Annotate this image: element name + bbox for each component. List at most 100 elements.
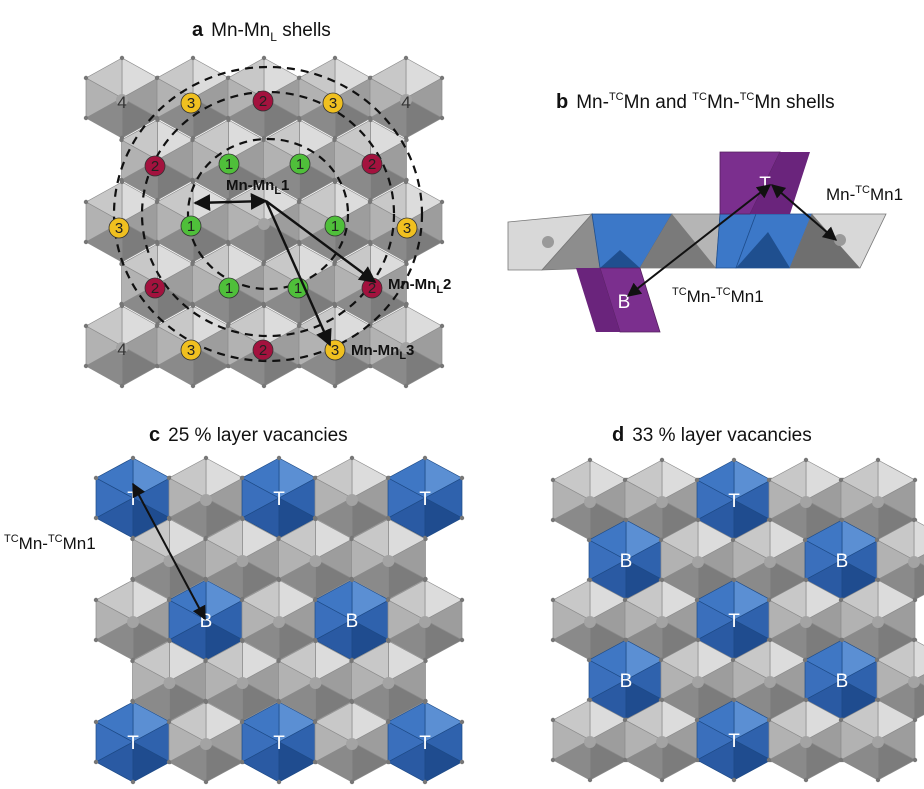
cation-site xyxy=(116,94,128,106)
marker-shell2: 2 xyxy=(361,153,383,175)
oxygen-vertex xyxy=(766,477,772,483)
oxygen-vertex xyxy=(694,757,700,763)
oxygen-vertex xyxy=(261,261,266,267)
cation-site xyxy=(656,616,668,628)
label-tcmn-tcmn1: TCMn-TCMn1 xyxy=(672,286,764,306)
oxygen-vertex xyxy=(190,383,196,389)
oxygen-vertex xyxy=(367,75,373,81)
oxygen-vertex xyxy=(912,717,918,723)
oxygen-vertex xyxy=(439,199,445,205)
shell-circle-1 xyxy=(186,137,350,291)
marker-shell3: 3 xyxy=(180,92,202,114)
octahedron-face xyxy=(205,619,244,661)
corner-label: 4 xyxy=(117,340,126,359)
marker-number: 3 xyxy=(187,95,195,112)
oxygen-vertex xyxy=(119,303,125,309)
oxygen-vertex xyxy=(119,179,125,185)
oxygen-vertex xyxy=(422,699,428,705)
oxygen-vertex xyxy=(93,637,99,643)
shell-circle-2 xyxy=(140,90,396,338)
oxygen-vertex xyxy=(622,597,628,603)
oxygen-vertex xyxy=(313,516,318,522)
octahedron-face xyxy=(405,97,443,139)
oxygen-vertex xyxy=(730,537,736,543)
octahedron xyxy=(874,637,924,723)
oxygen-vertex xyxy=(83,199,89,205)
oxygen-vertex xyxy=(155,117,160,123)
oxygen-vertex xyxy=(838,717,844,723)
oxygen-vertex xyxy=(166,759,172,765)
oxygen-vertex xyxy=(332,383,338,389)
cation-site xyxy=(127,616,139,628)
octahedron xyxy=(622,457,702,543)
oxygen-vertex xyxy=(838,477,844,483)
oxygen-vertex xyxy=(659,697,665,703)
oxygen-vertex xyxy=(459,759,465,765)
oxygen-vertex xyxy=(203,536,208,542)
oxygen-vertex xyxy=(550,477,556,483)
cation-site xyxy=(346,494,358,506)
octahedron-blue: T xyxy=(694,697,774,783)
oxygen-vertex xyxy=(190,261,195,267)
oxygen-vertex xyxy=(368,117,373,123)
octahedron xyxy=(730,517,810,603)
site-label: B xyxy=(836,551,849,572)
octahedron-face xyxy=(278,497,317,539)
oxygen-vertex xyxy=(261,179,267,185)
oxygen-vertex xyxy=(203,699,209,705)
oxygen-vertex xyxy=(83,115,89,121)
oxygen-vertex xyxy=(766,757,772,763)
oxygen-vertex xyxy=(332,137,337,143)
oxygen-vertex xyxy=(875,457,881,463)
oxygen-vertex xyxy=(349,699,355,705)
oxygen-vertex xyxy=(439,323,445,329)
oxygen-vertex xyxy=(130,577,136,583)
oxygen-vertex xyxy=(276,699,282,705)
octahedron-face xyxy=(661,739,700,781)
oxygen-vertex xyxy=(839,637,845,643)
octahedron-face xyxy=(278,741,317,783)
marker-number: 3 xyxy=(115,220,123,237)
oxygen-vertex xyxy=(767,637,773,643)
oxygen-vertex xyxy=(130,658,135,664)
panel-a-corner-labels: 4 4 4 xyxy=(117,93,410,359)
marker-number: 2 xyxy=(368,156,376,173)
cation-site xyxy=(542,236,554,248)
octahedron-face xyxy=(351,741,390,783)
oxygen-vertex xyxy=(83,239,89,245)
oxygen-vertex xyxy=(912,597,918,603)
oxygen-vertex xyxy=(623,637,629,643)
octahedron-blue: T xyxy=(385,699,465,785)
marker-number: 1 xyxy=(331,218,339,235)
oxygen-vertex xyxy=(261,55,267,61)
oxygen-vertex xyxy=(276,455,282,461)
oxygen-vertex xyxy=(297,241,302,247)
marker-number: 3 xyxy=(331,342,339,359)
marker-shell1: 1 xyxy=(218,153,240,175)
octahedron-face xyxy=(157,283,195,325)
oxygen-vertex xyxy=(83,75,89,81)
octahedron xyxy=(261,117,338,203)
octahedron-face xyxy=(589,739,628,781)
marker-number: 1 xyxy=(187,218,195,235)
oxygen-vertex xyxy=(261,383,267,389)
site-label: T xyxy=(273,489,285,510)
cation-site xyxy=(800,616,812,628)
marker-dot xyxy=(180,215,202,237)
oxygen-vertex xyxy=(276,658,281,664)
oxygen-vertex xyxy=(550,637,556,643)
cation-site xyxy=(273,616,285,628)
marker-dot xyxy=(361,153,383,175)
cation-site xyxy=(908,556,920,568)
marker-dot xyxy=(324,215,346,237)
octahedron xyxy=(130,638,209,724)
oxygen-vertex xyxy=(622,757,628,763)
oxygen-vertex xyxy=(261,137,266,143)
oxygen-vertex xyxy=(659,577,665,583)
octahedron xyxy=(766,577,846,663)
octahedron xyxy=(622,697,702,783)
